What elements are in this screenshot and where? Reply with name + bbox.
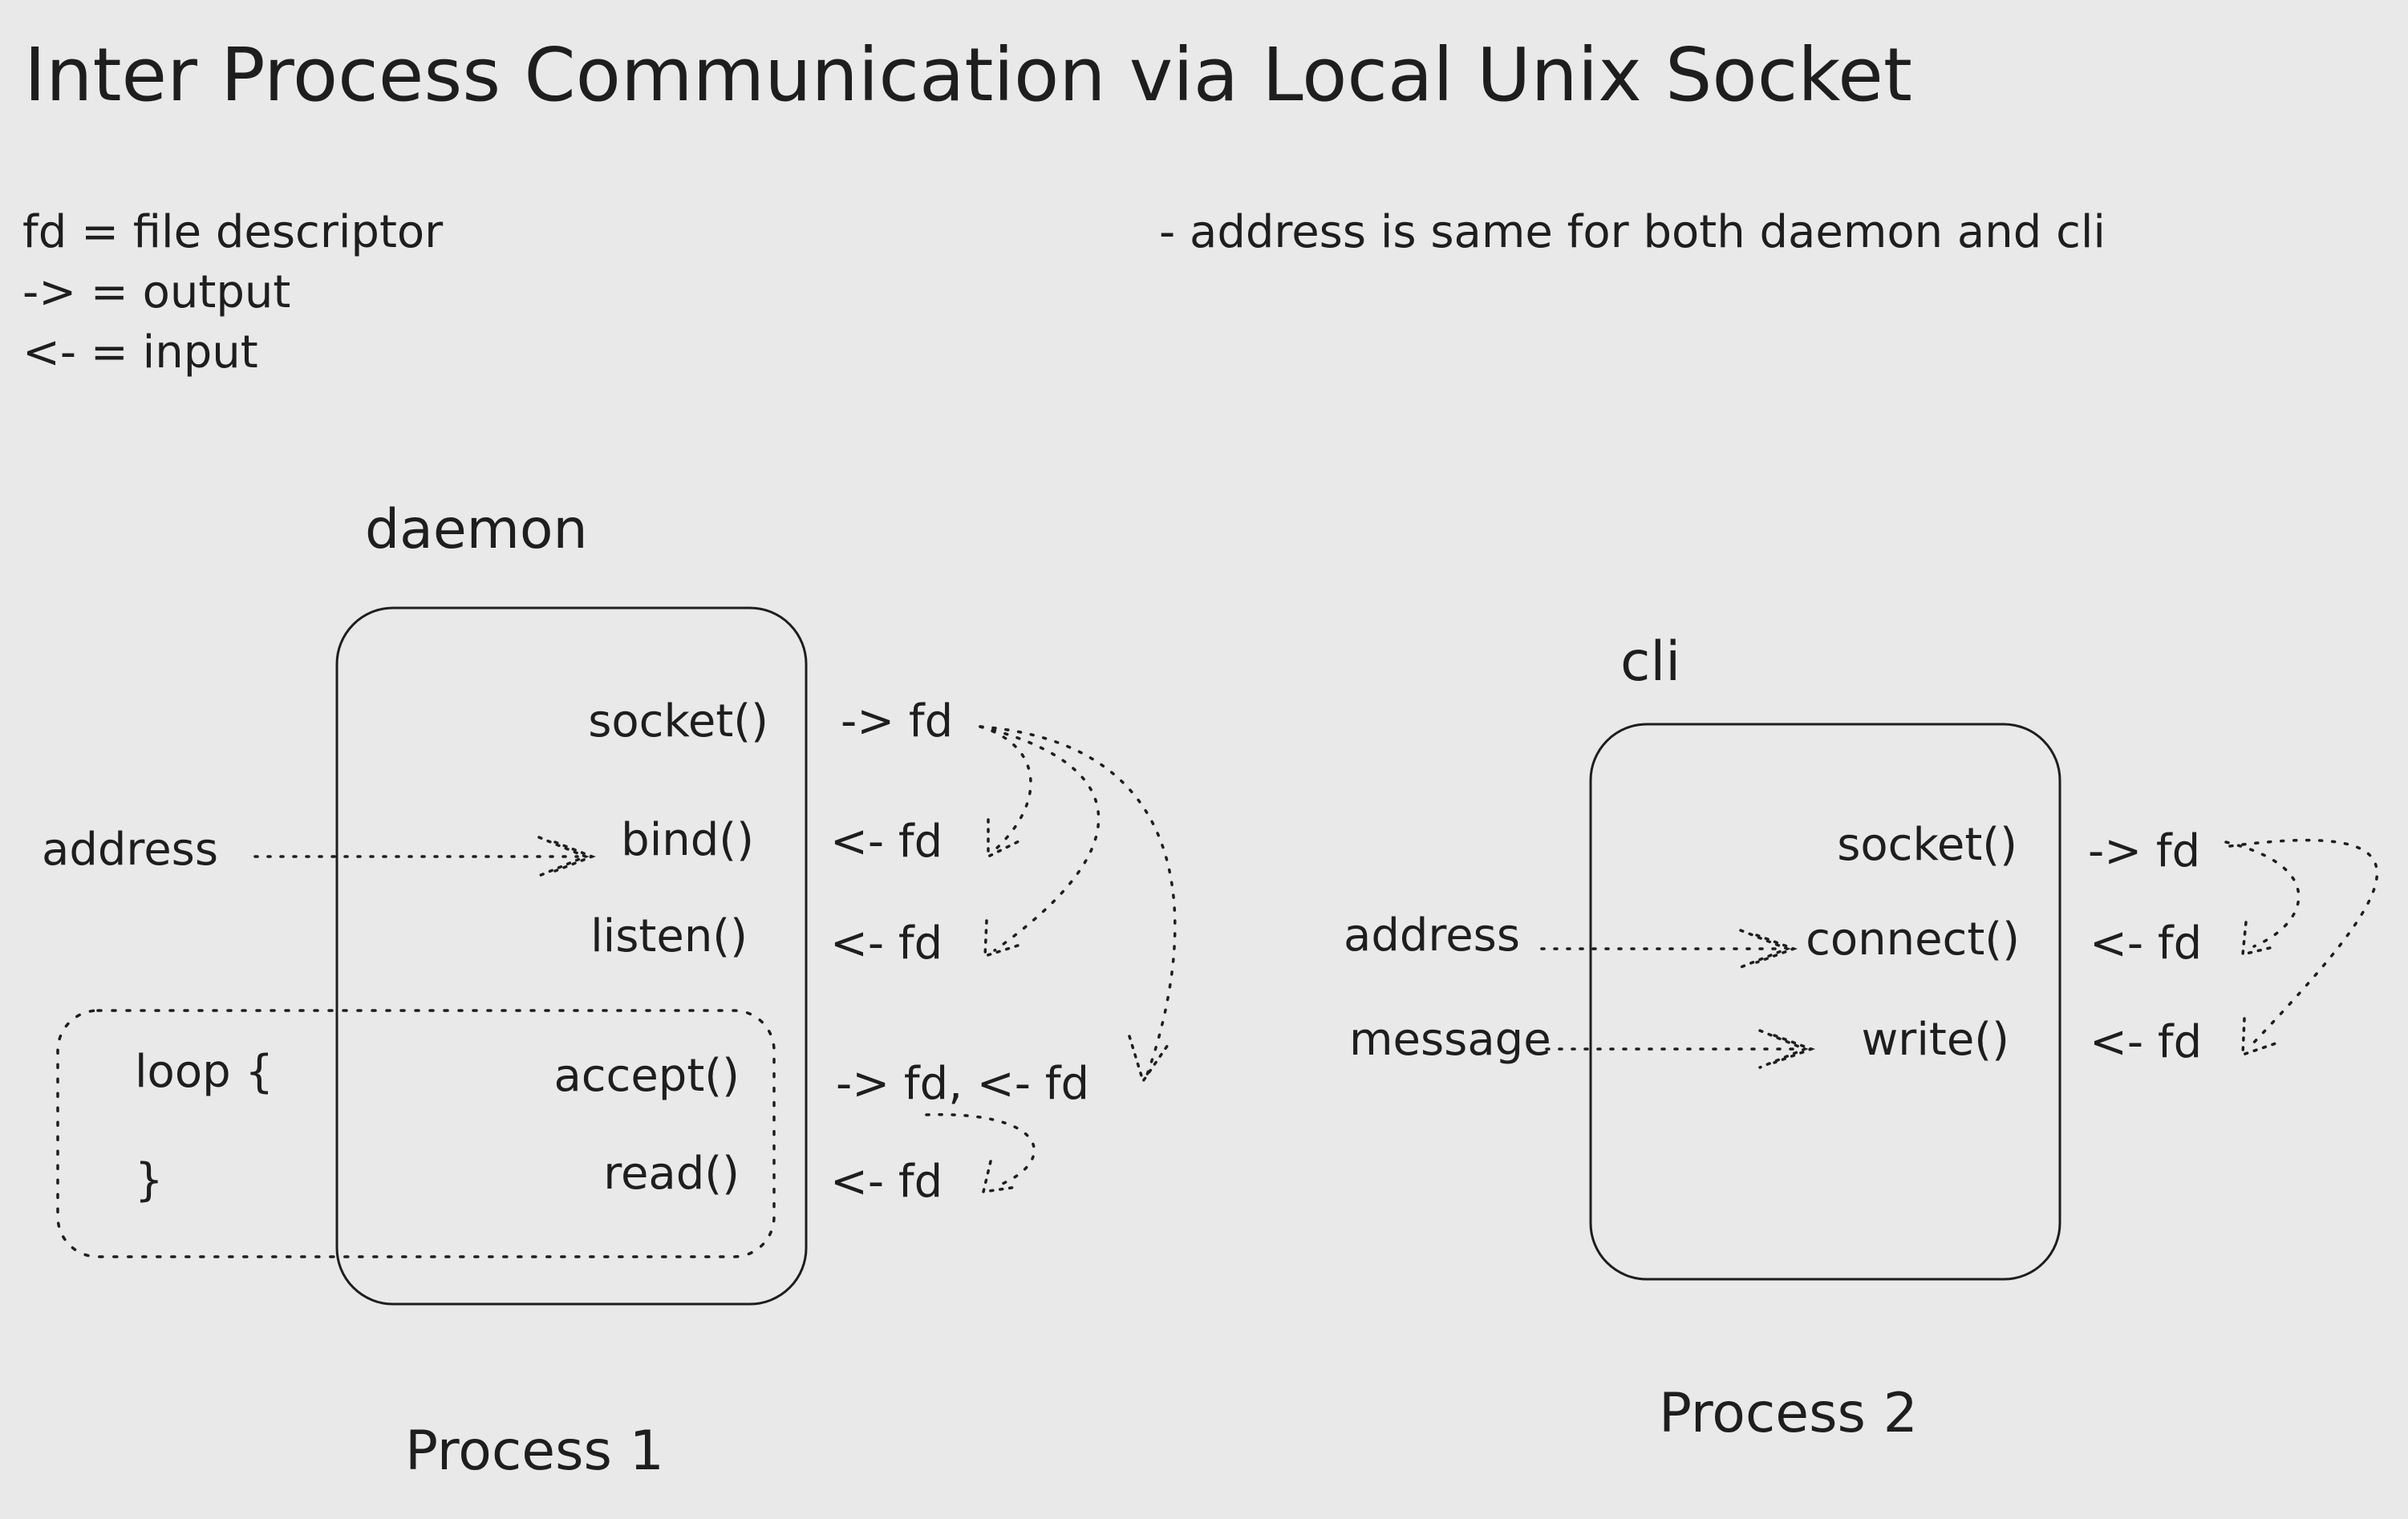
daemon-socket-fd: -> fd (841, 695, 953, 747)
daemon-process-box (335, 606, 808, 1306)
cli-fd-flow-arrows (2224, 838, 2378, 1057)
process-1-label: Process 1 (405, 1420, 664, 1483)
daemon-read-fd: <- fd (830, 1156, 943, 1208)
fd-to-listen-arrowhead (983, 919, 1022, 958)
cli-message-arrowhead (1758, 1029, 1816, 1069)
daemon-accept-fd: -> fd, <- fd (836, 1058, 1089, 1110)
accept-loop-box (56, 1009, 776, 1258)
daemon-listen-fd: <- fd (830, 917, 943, 970)
cli-address-arrowhead (1739, 929, 1798, 969)
cli-fd-to-connect-arrowhead (2241, 921, 2278, 957)
cli-fd-to-write-arrow (2228, 838, 2378, 1048)
legend-fd: fd = file descriptor (22, 206, 444, 258)
cli-write-fd: <- fd (2090, 1016, 2202, 1068)
fd-to-read-arrowhead (981, 1160, 1019, 1194)
diagram-title: Inter Process Communication via Local Un… (24, 32, 1912, 118)
loop-close-label: } (135, 1154, 164, 1206)
fd-to-bind-arrowhead (987, 818, 1022, 859)
cli-heading: cli (1620, 630, 1680, 694)
fd-to-listen-arrow (979, 725, 1101, 952)
fd-to-read-arrow (925, 1113, 1036, 1189)
cli-address-label: address (1344, 909, 1520, 962)
cli-process-box (1589, 723, 2061, 1281)
daemon-read-call: read() (603, 1148, 740, 1200)
daemon-address-label: address (42, 824, 218, 876)
cli-fd-to-connect-arrow (2224, 841, 2301, 948)
daemon-fd-flow-arrows (925, 725, 1177, 1194)
fd-to-accept-arrowhead (1128, 1035, 1171, 1084)
daemon-calls: socket() bind() listen() accept() read() (553, 695, 768, 1200)
daemon-address-arrowhead (537, 836, 596, 877)
daemon-heading: daemon (365, 498, 588, 561)
daemon-bind-call: bind() (621, 814, 754, 866)
daemon-bind-fd: <- fd (830, 816, 943, 868)
cli-fds: -> fd <- fd <- fd (2088, 825, 2202, 1068)
daemon-fds: -> fd <- fd <- fd -> fd, <- fd <- fd (830, 695, 1089, 1208)
loop-open-label: loop { (135, 1046, 274, 1098)
cli-connect-fd: <- fd (2090, 917, 2202, 970)
daemon-accept-call: accept() (553, 1050, 740, 1102)
cli-message-label: message (1349, 1014, 1551, 1066)
fd-to-bind-arrow (979, 725, 1032, 852)
legend-input: <- = input (22, 326, 258, 379)
cli-calls: socket() connect() write() (1806, 819, 2020, 1066)
process-2-label: Process 2 (1659, 1382, 1918, 1445)
cli-socket-fd: -> fd (2088, 825, 2200, 877)
address-note: - address is same for both daemon and cl… (1159, 206, 2106, 258)
cli-socket-call: socket() (1837, 819, 2017, 871)
daemon-socket-call: socket() (588, 695, 768, 747)
cli-write-call: write() (1862, 1014, 2010, 1066)
cli-connect-call: connect() (1806, 913, 2020, 966)
legend-output: -> = output (22, 266, 290, 318)
daemon-listen-call: listen() (590, 910, 748, 962)
cli-fd-to-write-arrowhead (2241, 1017, 2280, 1057)
fd-to-accept-arrow (979, 725, 1177, 1076)
